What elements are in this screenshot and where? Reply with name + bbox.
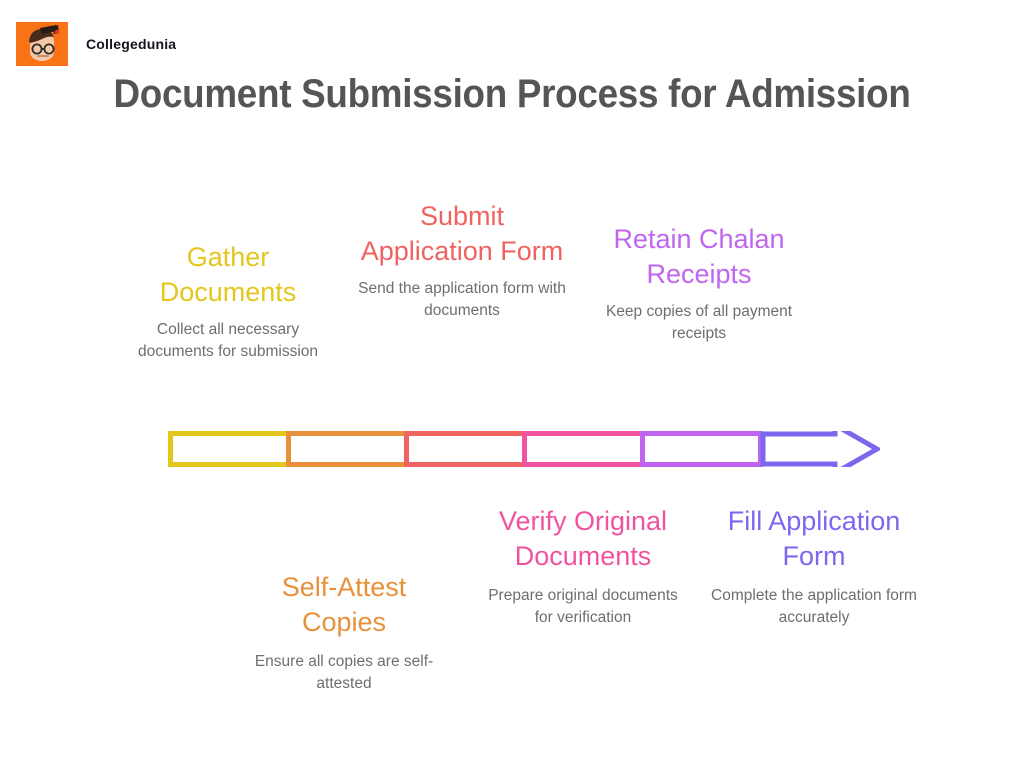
step-1-description: Collect all necessary documents for subm… (137, 321, 319, 361)
step-6-description: Complete the application form accurately (711, 587, 917, 627)
step-1-title: Gather Documents (159, 242, 297, 307)
timeline-step-3: Submit Application Form Send the applica… (358, 199, 566, 322)
page-title: Document Submission Process for Admissio… (113, 71, 911, 116)
brand-header: Collegedunia (16, 22, 176, 66)
timeline-step-4: Verify Original Documents Prepare origin… (478, 504, 688, 629)
step-2-title: Self-Attest Copies (281, 572, 407, 637)
timeline-segment-5 (640, 431, 763, 467)
timeline-segment-2 (286, 431, 409, 467)
timeline-segment-6-arrowhead (760, 431, 880, 467)
timeline-segment-4 (522, 431, 645, 467)
step-5-description: Keep copies of all payment receipts (605, 303, 793, 343)
timeline-arrow-bar (168, 431, 880, 467)
step-4-description: Prepare original documents for verificat… (488, 587, 678, 627)
timeline-step-6: Fill Application Form Complete the appli… (710, 504, 918, 629)
timeline-step-2: Self-Attest Copies Ensure all copies are… (238, 570, 450, 695)
student-avatar-graduation-cap-icon (16, 22, 68, 66)
step-5-title: Retain Chalan Receipts (613, 224, 785, 289)
timeline-step-1: Gather Documents Collect all necessary d… (126, 240, 330, 363)
brand-name: Collegedunia (86, 36, 177, 52)
timeline-segment-1 (168, 431, 291, 467)
timeline-step-5: Retain Chalan Receipts Keep copies of al… (598, 222, 800, 345)
timeline-segment-3 (404, 431, 527, 467)
step-3-title: Submit Application Form (360, 201, 564, 266)
step-4-title: Verify Original Documents (498, 506, 668, 571)
step-2-description: Ensure all copies are self-attested (254, 653, 434, 693)
step-3-description: Send the application form with documents (358, 280, 566, 320)
step-6-title: Fill Application Form (727, 506, 901, 571)
